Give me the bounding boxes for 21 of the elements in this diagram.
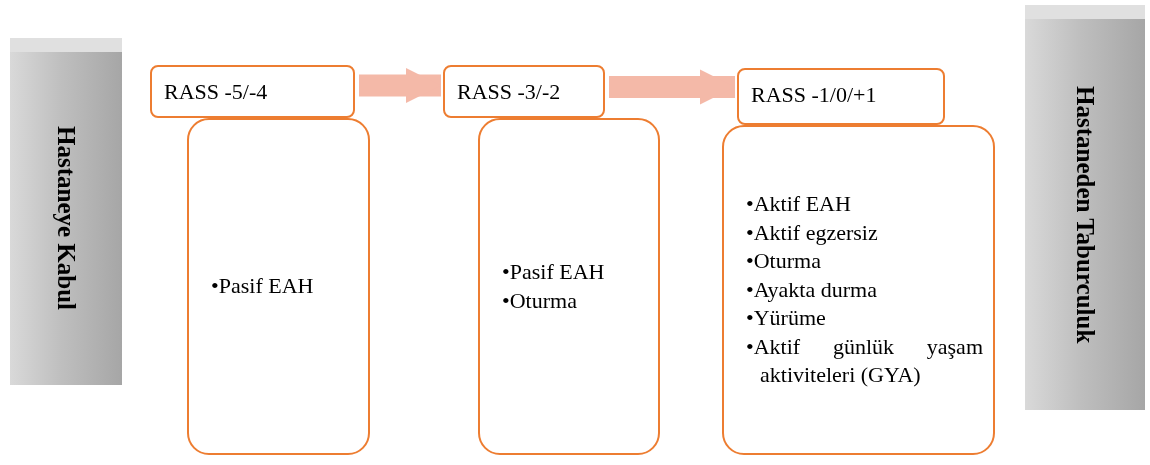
bullet-item: •Ayakta durma [746,275,878,304]
header-box: RASS -3/-2 [443,65,605,118]
bullet-item: •Aktif günlük yaşam aktiviteleri (GYA) [746,332,983,390]
header-box: RASS -1/0/+1 [737,68,945,125]
bullet-item: •Pasif EAH [502,257,606,286]
content-box [478,118,660,455]
bullet-item: •Aktif EAH [746,189,852,218]
side-bar [1025,5,1145,410]
block-arrow [609,69,735,105]
bullet-item: •Oturma [502,286,578,315]
block-arrow [359,67,441,104]
header-box: RASS -5/-4 [150,65,355,118]
bullet-item: •Pasif EAH [211,272,315,301]
bullet-item: •Yürüme [746,304,827,333]
bullet-item: •Oturma [746,247,822,276]
vertical-label: Hastaneye Kabul [52,126,80,311]
content-box [187,118,370,455]
side-bar [10,38,122,385]
bullet-item: •Aktif egzersiz [746,218,879,247]
vertical-label: Hastaneden Taburculuk [1071,85,1099,344]
content-box [722,125,995,455]
